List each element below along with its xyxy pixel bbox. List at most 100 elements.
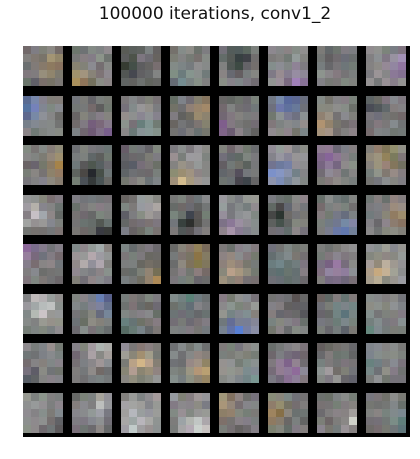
filter-pixel xyxy=(284,210,292,219)
filter-pixel xyxy=(317,202,325,211)
filter-pixel xyxy=(104,127,112,136)
filter-pixel xyxy=(251,153,259,161)
filter-pixel xyxy=(243,276,251,284)
filter-pixel xyxy=(325,351,333,359)
filter-pixel xyxy=(398,416,406,425)
filter-pixel xyxy=(39,252,47,260)
filter-pixel xyxy=(153,54,161,62)
filter-pixel xyxy=(47,325,55,334)
filter-pixel xyxy=(129,424,137,433)
filter-pixel xyxy=(153,416,161,425)
filter-pixel xyxy=(219,367,227,375)
filter-pixel xyxy=(366,276,374,284)
filter-pixel xyxy=(178,276,186,284)
filter-pixel xyxy=(39,145,47,153)
filter-pixel xyxy=(341,78,349,86)
filter-pixel xyxy=(72,424,80,433)
filter-pixel xyxy=(325,424,333,433)
filter-pixel xyxy=(170,408,178,417)
filter-pixel xyxy=(382,194,390,203)
filter-tile xyxy=(121,343,161,383)
filter-pixel xyxy=(333,210,341,219)
filter-pixel xyxy=(137,103,145,112)
filter-pixel xyxy=(170,359,178,367)
filter-pixel xyxy=(251,54,259,62)
filter-pixel xyxy=(398,400,406,409)
filter-pixel xyxy=(374,424,382,433)
filter-pixel xyxy=(235,260,243,268)
filter-pixel xyxy=(243,325,251,334)
filter-pixel xyxy=(202,400,210,409)
filter-pixel xyxy=(390,367,398,375)
filter-pixel xyxy=(202,317,210,326)
filter-pixel xyxy=(170,317,178,326)
filter-pixel xyxy=(178,293,186,302)
filter-pixel xyxy=(300,111,308,120)
filter-pixel xyxy=(88,46,96,54)
filter-pixel xyxy=(96,54,104,62)
filter-pixel xyxy=(96,111,104,120)
filter-pixel xyxy=(170,78,178,86)
filter-pixel xyxy=(341,145,349,153)
filter-pixel xyxy=(276,127,284,136)
filter-pixel xyxy=(145,351,153,359)
filter-tile xyxy=(317,343,357,383)
filter-pixel xyxy=(31,119,39,128)
filter-pixel xyxy=(104,161,112,169)
filter-pixel xyxy=(153,202,161,211)
filter-pixel xyxy=(80,343,88,351)
filter-pixel xyxy=(243,424,251,433)
filter-pixel xyxy=(23,161,31,169)
filter-pixel xyxy=(390,343,398,351)
filter-pixel xyxy=(398,301,406,310)
filter-pixel xyxy=(137,95,145,104)
filter-pixel xyxy=(186,293,194,302)
filter-pixel xyxy=(39,46,47,54)
filter-pixel xyxy=(47,367,55,375)
filter-pixel xyxy=(276,161,284,169)
filter-pixel xyxy=(300,62,308,70)
filter-pixel xyxy=(317,145,325,153)
filter-pixel xyxy=(145,145,153,153)
filter-pixel xyxy=(300,119,308,128)
filter-pixel xyxy=(202,218,210,227)
filter-pixel xyxy=(390,70,398,78)
filter-pixel xyxy=(96,70,104,78)
filter-pixel xyxy=(23,260,31,268)
filter-pixel xyxy=(235,293,243,302)
filter-pixel xyxy=(333,153,341,161)
filter-pixel xyxy=(349,145,357,153)
filter-pixel xyxy=(325,218,333,227)
filter-pixel xyxy=(88,309,96,318)
filter-pixel xyxy=(121,359,129,367)
filter-pixel xyxy=(121,309,129,318)
filter-pixel xyxy=(243,202,251,211)
filter-tile xyxy=(219,392,259,433)
filter-pixel xyxy=(235,202,243,211)
filter-pixel xyxy=(325,400,333,409)
filter-pixel xyxy=(72,202,80,211)
filter-pixel xyxy=(219,202,227,211)
filter-pixel xyxy=(39,301,47,310)
filter-pixel xyxy=(382,260,390,268)
filter-pixel xyxy=(104,210,112,219)
filter-pixel xyxy=(333,325,341,334)
filter-pixel xyxy=(137,424,145,433)
filter-pixel xyxy=(219,392,227,401)
filter-pixel xyxy=(398,343,406,351)
filter-pixel xyxy=(202,375,210,383)
filter-pixel xyxy=(398,210,406,219)
filter-pixel xyxy=(80,46,88,54)
filter-pixel xyxy=(398,252,406,260)
filter-pixel xyxy=(300,375,308,383)
filter-pixel xyxy=(170,202,178,211)
filter-pixel xyxy=(333,54,341,62)
filter-pixel xyxy=(137,359,145,367)
filter-pixel xyxy=(382,78,390,86)
filter-pixel xyxy=(366,127,374,136)
filter-pixel xyxy=(137,62,145,70)
filter-pixel xyxy=(374,46,382,54)
filter-pixel xyxy=(80,244,88,252)
filter-pixel xyxy=(39,103,47,112)
filter-pixel xyxy=(23,252,31,260)
